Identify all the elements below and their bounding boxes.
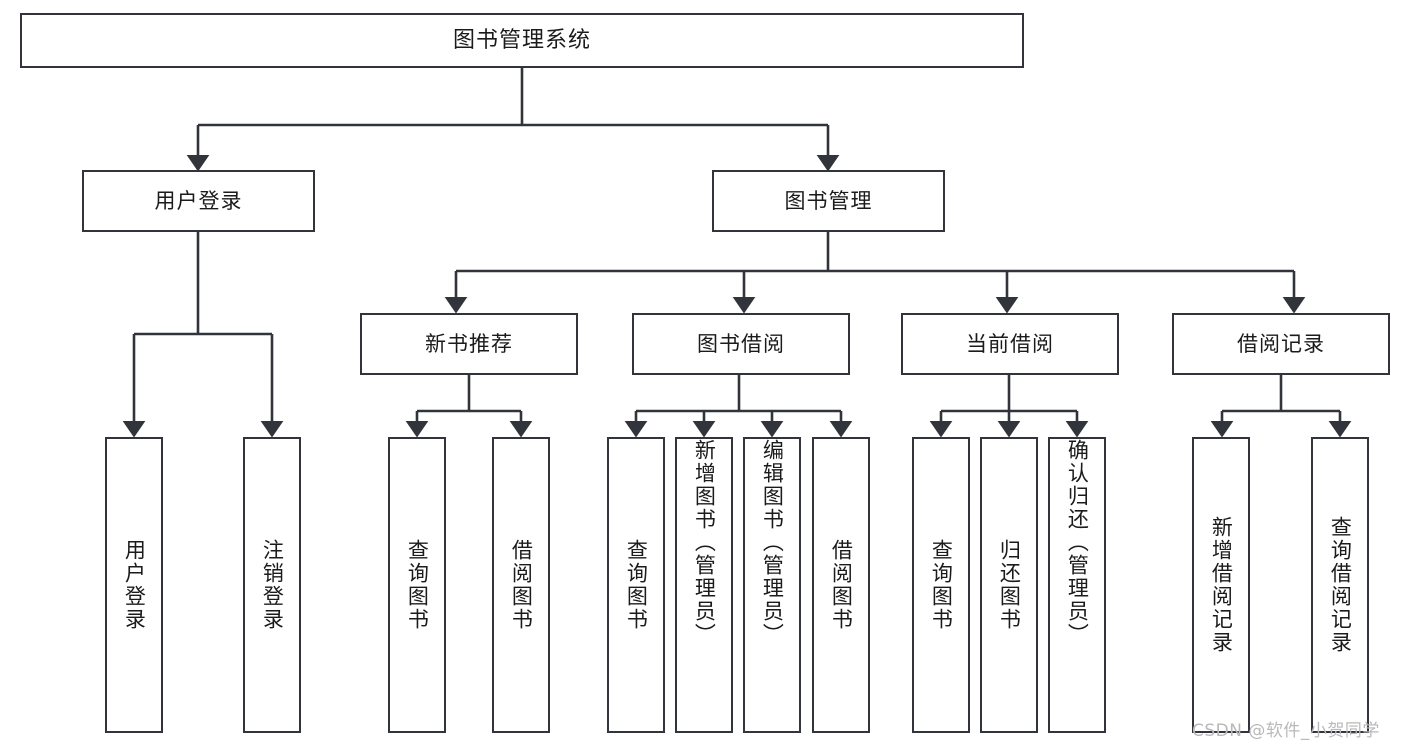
node-user-login[interactable]: 用户登录 <box>82 170 315 232</box>
node-label: 用户登录 <box>122 539 147 631</box>
node-label: 新书推荐 <box>425 331 513 356</box>
node-label: 查询图书 <box>405 539 430 631</box>
node-book-management[interactable]: 图书管理 <box>712 170 945 232</box>
node-label: 图书借阅 <box>697 331 785 356</box>
leaf-record-query-borrow-record[interactable]: 查询借阅记录 <box>1311 437 1369 733</box>
leaf-current-confirm-return-admin[interactable]: 确认归还（管理员） <box>1048 437 1106 733</box>
leaf-user-logout[interactable]: 注销登录 <box>243 437 301 733</box>
node-current-borrow[interactable]: 当前借阅 <box>901 313 1119 375</box>
node-label: 新增图书（管理员） <box>692 439 717 646</box>
leaf-borrow-edit-book-admin[interactable]: 编辑图书（管理员） <box>743 437 801 733</box>
node-label: 图书管理 <box>784 188 873 213</box>
leaf-recommend-query-book[interactable]: 查询图书 <box>388 437 446 733</box>
node-label: 借阅记录 <box>1237 331 1325 356</box>
leaf-borrow-borrow-book[interactable]: 借阅图书 <box>812 437 870 733</box>
node-label: 图书管理系统 <box>452 27 591 53</box>
leaf-current-query-book[interactable]: 查询图书 <box>912 437 970 733</box>
node-label: 确认归还（管理员） <box>1065 439 1090 646</box>
node-label: 借阅图书 <box>829 539 854 631</box>
leaf-record-add-borrow-record[interactable]: 新增借阅记录 <box>1192 437 1250 733</box>
node-label: 新增借阅记录 <box>1209 516 1234 654</box>
leaf-current-return-book[interactable]: 归还图书 <box>980 437 1038 733</box>
leaf-recommend-borrow-book[interactable]: 借阅图书 <box>492 437 550 733</box>
node-label: 查询借阅记录 <box>1328 516 1353 654</box>
node-label: 查询图书 <box>624 539 649 631</box>
node-root-book-management-system[interactable]: 图书管理系统 <box>20 13 1024 68</box>
node-label: 查询图书 <box>929 539 954 631</box>
node-label: 归还图书 <box>997 539 1022 631</box>
node-borrow-record[interactable]: 借阅记录 <box>1172 313 1390 375</box>
node-new-book-recommend[interactable]: 新书推荐 <box>360 313 578 375</box>
leaf-borrow-query-book[interactable]: 查询图书 <box>607 437 665 733</box>
leaf-borrow-add-book-admin[interactable]: 新增图书（管理员） <box>675 437 733 733</box>
node-label: 用户登录 <box>154 188 243 213</box>
node-label: 编辑图书（管理员） <box>760 439 785 646</box>
node-label: 当前借阅 <box>966 331 1054 356</box>
csdn-watermark: CSDN @软件_小贺同学 <box>1192 721 1380 741</box>
leaf-user-login[interactable]: 用户登录 <box>105 437 163 733</box>
node-book-borrow[interactable]: 图书借阅 <box>632 313 850 375</box>
node-label: 注销登录 <box>260 539 285 631</box>
node-label: 借阅图书 <box>509 539 534 631</box>
